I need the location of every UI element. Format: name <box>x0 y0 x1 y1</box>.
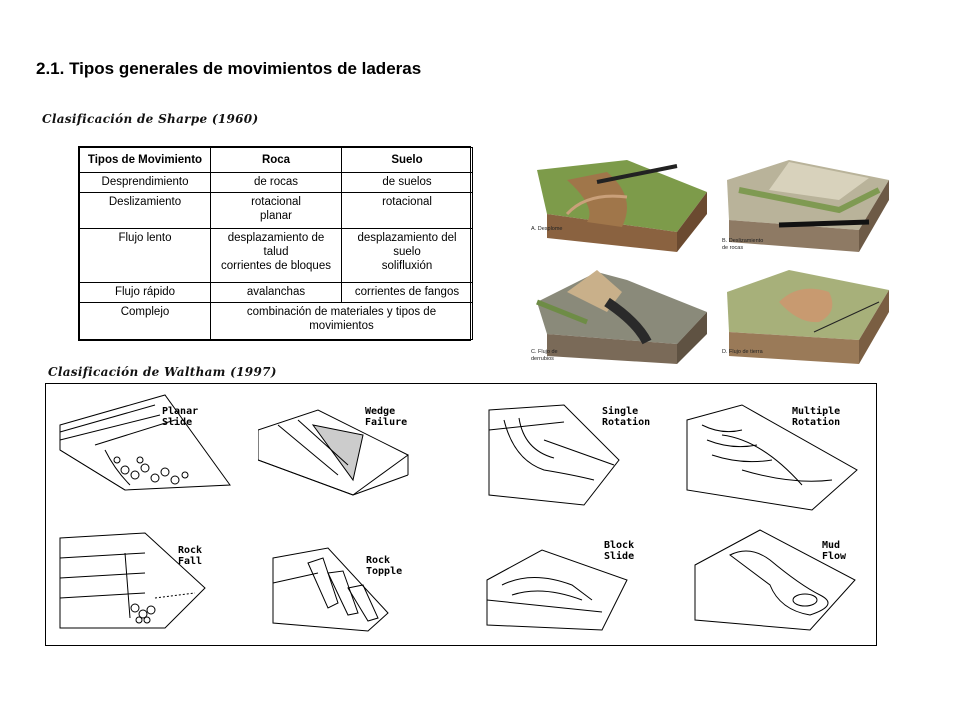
table-cell-type: Desprendimiento <box>79 172 211 193</box>
table-header: Tipos de Movimiento <box>79 147 211 173</box>
panel-label-wedge-failure: Wedge Failure <box>365 406 408 428</box>
table-cell-rock: rotacional planar <box>210 192 342 229</box>
block-diagram-caption: C. Flujo de derrubios <box>531 349 558 362</box>
block-diagram-debris-flow <box>536 270 707 364</box>
table-cell-soil: desplazamiento del suelo solifluxión <box>341 228 473 283</box>
table-cell-type: Flujo lento <box>79 228 211 283</box>
block-diagram-rock-slide <box>727 160 889 252</box>
rock-topple-diagram <box>272 547 389 632</box>
table-cell-soil: de suelos <box>341 172 473 193</box>
multiple-rotation-diagram <box>686 404 858 511</box>
table-row: Flujo rápido avalanchas corrientes de fa… <box>79 282 473 303</box>
table-row: Complejo combinación de materiales y tip… <box>79 302 473 340</box>
waltham-subtitle: Clasificación de Waltham (1997) <box>48 365 277 379</box>
table-cell-rock: desplazamiento de talud corrientes de bl… <box>210 228 342 283</box>
table-row: Flujo lento desplazamiento de talud corr… <box>79 228 473 283</box>
block-slide-diagram <box>486 549 628 631</box>
panel-label-mud-flow: Mud Flow <box>822 540 847 562</box>
block-diagram-caption: A. Desplome <box>531 226 563 232</box>
table-cell-rock: de rocas <box>210 172 342 193</box>
table-row: Deslizamiento rotacional planar rotacion… <box>79 192 473 229</box>
panel-label-single-rotation: Single Rotation <box>602 406 651 428</box>
page-title: 2.1. Tipos generales de movimientos de l… <box>36 59 422 78</box>
panel-label-rock-topple: Rock Topple <box>366 555 403 577</box>
single-rotation-diagram <box>488 404 620 506</box>
panel-label-multiple-rotation: Multiple Rotation <box>792 406 841 428</box>
rock-fall-diagram <box>59 532 206 629</box>
waltham-figure-frame <box>45 383 877 646</box>
table-cell-soil: corrientes de fangos <box>341 282 473 303</box>
block-diagram-slump <box>537 160 707 252</box>
table-cell-combined: combinación de materiales y tipos de mov… <box>210 302 473 340</box>
sharpe-subtitle: Clasificación de Sharpe (1960) <box>42 112 259 126</box>
table-header-row: Tipos de Movimiento Roca Suelo <box>79 147 473 173</box>
planar-slide-diagram <box>59 394 231 491</box>
block-diagram-caption: B. Deslizamiento de rocas <box>722 238 764 251</box>
table-header: Roca <box>210 147 342 173</box>
table-cell-type: Deslizamiento <box>79 192 211 229</box>
sharpe-classification-table: Tipos de Movimiento Roca Suelo Desprendi… <box>78 146 473 341</box>
table-cell-type: Complejo <box>79 302 211 340</box>
table-cell-type: Flujo rápido <box>79 282 211 303</box>
panel-label-rock-fall: Rock Fall <box>178 545 203 567</box>
wedge-failure-diagram <box>258 409 409 496</box>
block-diagram-earthflow <box>727 270 889 364</box>
mud-flow-diagram <box>694 529 856 631</box>
table-row: Desprendimiento de rocas de suelos <box>79 172 473 193</box>
table-cell-rock: avalanchas <box>210 282 342 303</box>
panel-label-planar-slide: Planar Slide <box>162 406 199 428</box>
table-cell-soil: rotacional <box>341 192 473 229</box>
table-header: Suelo <box>341 147 473 173</box>
block-diagram-caption: D. Flujo de tierra <box>722 349 763 355</box>
panel-label-block-slide: Block Slide <box>604 540 635 562</box>
